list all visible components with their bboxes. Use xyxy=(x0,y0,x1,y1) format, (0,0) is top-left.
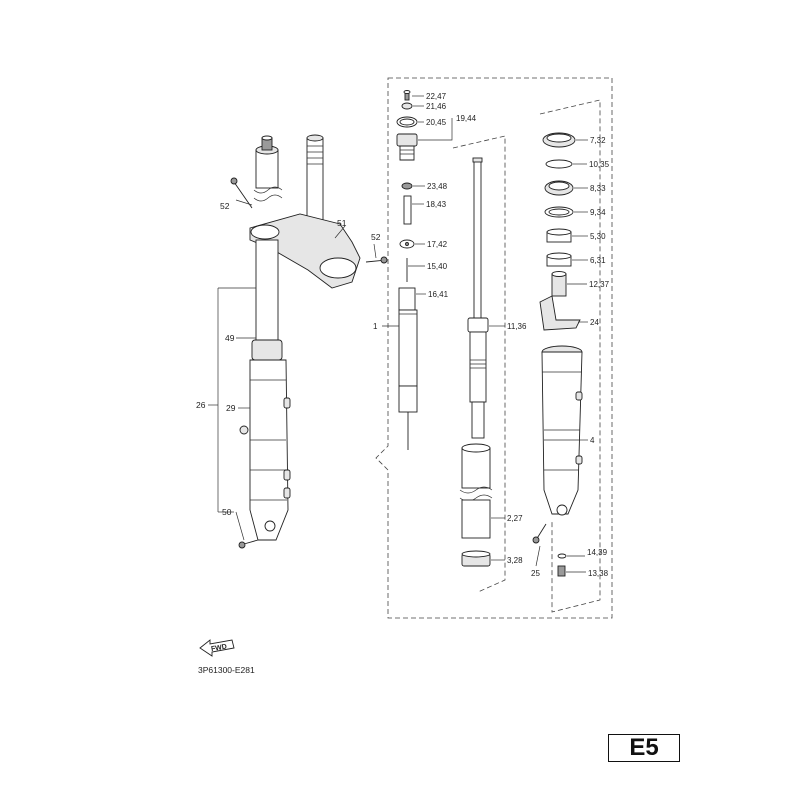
callout-label: 8,33 xyxy=(590,184,606,193)
callout-label: 19,44 xyxy=(456,114,477,123)
callout-label: 23,48 xyxy=(427,182,448,191)
callout-label: 9,34 xyxy=(590,208,606,217)
callout-label: 17,42 xyxy=(427,240,448,249)
leader-lines xyxy=(382,95,588,573)
left-leaders xyxy=(208,199,377,541)
callout-label: 16,41 xyxy=(428,290,449,299)
inner-boundary-right xyxy=(539,99,601,613)
callout-label: 52 xyxy=(220,201,230,211)
callout-label: 11,36 xyxy=(507,322,527,331)
fwd-arrow-icon: FWD xyxy=(199,639,235,657)
callout-label: 50 xyxy=(222,507,232,517)
inner-boundary-mid xyxy=(452,135,506,593)
callout-label: 10,35 xyxy=(589,160,610,169)
callout-label: 21,46 xyxy=(426,102,447,111)
callout-label: 52 xyxy=(371,232,381,242)
callout-label: 1 xyxy=(373,322,378,331)
assembly-boundary xyxy=(375,77,613,619)
drawing-code: 3P61300-E281 xyxy=(198,665,255,675)
callout-label: 12,37 xyxy=(589,280,610,289)
fork-assembly-left xyxy=(230,134,388,549)
callout-label: 14,39 xyxy=(587,548,608,557)
callout-label: 4 xyxy=(590,436,595,445)
callout-label: 20,45 xyxy=(426,118,447,127)
callout-label: 13,38 xyxy=(588,569,609,578)
callout-label: 26 xyxy=(196,400,206,410)
cartridge-parts xyxy=(459,157,493,567)
callout-label: 2,27 xyxy=(507,514,523,523)
callout-label: 22,47 xyxy=(426,92,447,101)
callout-label: 25 xyxy=(531,569,540,578)
callout-label: 6,31 xyxy=(590,256,606,265)
callout-label: 15,40 xyxy=(427,262,448,271)
callout-label: 24 xyxy=(590,318,599,327)
seal-parts xyxy=(532,132,583,577)
callout-label: 3,28 xyxy=(507,556,523,565)
callout-label: 29 xyxy=(226,403,236,413)
callout-label: 49 xyxy=(225,333,235,343)
callout-labels: 22,47 21,46 20,45 19,44 23,48 18,43 17,4… xyxy=(196,92,610,578)
damper-parts xyxy=(396,90,418,450)
callout-label: 7,32 xyxy=(590,136,606,145)
callout-label: 5,30 xyxy=(590,232,606,241)
fwd-label: FWD xyxy=(211,643,228,653)
callout-label: 18,43 xyxy=(426,200,447,209)
page-marker: E5 xyxy=(608,734,680,762)
callout-label: 51 xyxy=(337,218,347,228)
